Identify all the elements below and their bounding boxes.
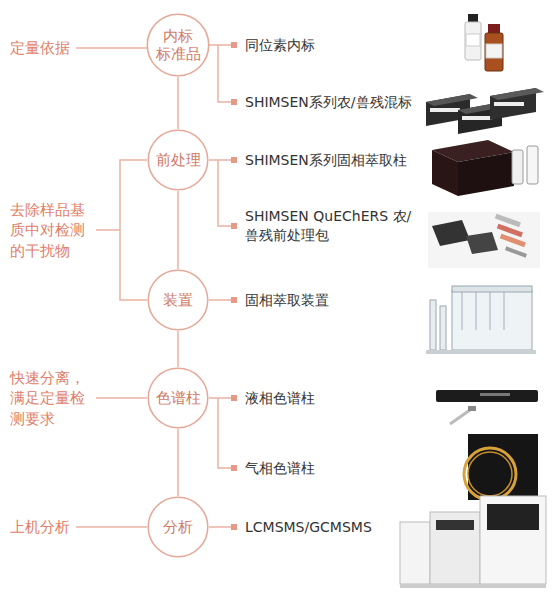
leader-lines	[76, 45, 231, 527]
purpose-note: 去除样品基质中对检测的干扰物	[10, 200, 92, 261]
spine-connector	[178, 429, 179, 496]
product-item: 液相色谱柱	[245, 389, 415, 408]
stage-circle: 内标 标准品	[146, 13, 210, 77]
product-item: 同位素内标	[245, 36, 415, 55]
circle-label: 内标 标准品	[154, 27, 202, 63]
purpose-note: 上机分析	[10, 517, 74, 537]
product-item: SHIMSEN系列农/兽残混标	[245, 93, 425, 112]
product-item: 固相萃取装置	[245, 291, 415, 310]
circle-label: 前处理	[154, 151, 202, 169]
quechers-kit-picture	[428, 212, 540, 268]
product-item: 气相色谱柱	[245, 459, 415, 478]
circle-label: 色谱柱	[154, 389, 202, 407]
instrument-picture	[400, 496, 546, 588]
standard-box-picture	[426, 88, 544, 134]
spine-connector	[178, 331, 179, 367]
purpose-note: 快速分离，满足定量检测要求	[10, 368, 92, 429]
purpose-note: 定量依据	[10, 38, 74, 58]
circle-label: 装置	[154, 291, 202, 309]
product-item: SHIMSEN系列固相萃取柱	[245, 151, 425, 170]
circle-label: 分析	[154, 518, 202, 536]
bullets	[231, 42, 237, 530]
spine-connector	[178, 191, 179, 269]
stage-circle: 装置	[147, 269, 209, 331]
stage-circle: 前处理	[147, 129, 209, 191]
spine-connector	[178, 77, 179, 129]
stage-circle: 分析	[147, 496, 209, 558]
lc-column-picture	[436, 390, 538, 424]
gc-column-picture	[464, 434, 538, 500]
stage-circle: 色谱柱	[147, 367, 209, 429]
spe-manifold-picture	[426, 286, 536, 354]
product-item: SHIMSEN QuEChERS 农/兽残前处理包	[245, 207, 417, 245]
spe-cartridge-picture	[432, 140, 538, 196]
product-item: LCMSMS/GCMSMS	[245, 518, 395, 537]
vial-picture	[465, 14, 503, 71]
